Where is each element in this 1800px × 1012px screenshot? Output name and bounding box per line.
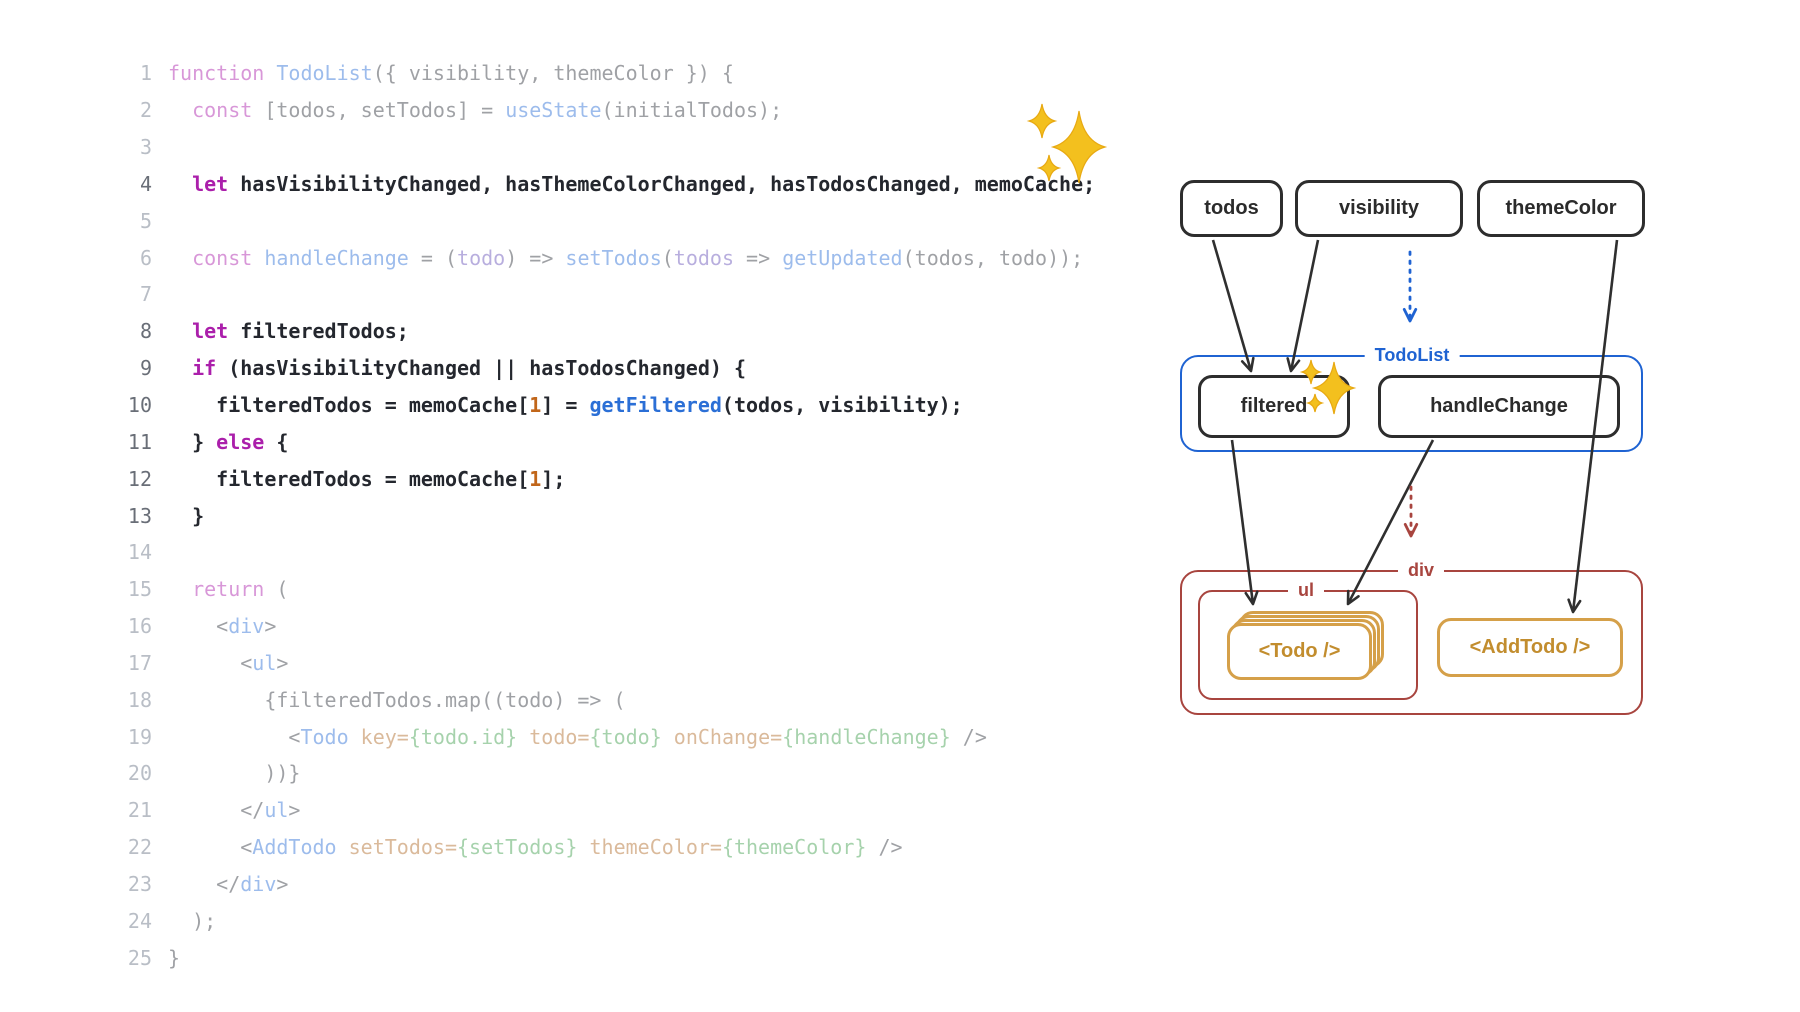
node-visibility: visibility	[1295, 180, 1463, 237]
code-line: 22 <AddTodo setTodos={setTodos} themeCol…	[110, 829, 1095, 866]
code-line: 2 const [todos, setTodos] = useState(ini…	[110, 92, 1095, 129]
label-ul: ul	[1288, 579, 1324, 601]
code-line: 16 <div>	[110, 608, 1095, 645]
line-number: 17	[127, 650, 152, 675]
line-number: 8	[139, 319, 152, 344]
line-number: 2	[139, 98, 152, 123]
code-line: 8 let filteredTodos;	[110, 313, 1095, 350]
arrow-todos-to-filtered	[1211, 239, 1255, 373]
line-number: 4	[139, 171, 152, 196]
line-number: 21	[127, 798, 152, 823]
code-line: 10 filteredTodos = memoCache[1] = getFil…	[110, 387, 1095, 424]
line-number: 24	[127, 908, 152, 933]
code-line: 24 );	[110, 902, 1095, 939]
line-number: 7	[139, 282, 152, 307]
label-div: div	[1397, 559, 1445, 581]
code-line: 6 const handleChange = (todo) => setTodo…	[110, 239, 1095, 276]
line-number: 16	[127, 614, 152, 639]
code-line: 15 return (	[110, 571, 1095, 608]
line-number: 6	[139, 245, 152, 270]
code-line: 13 }	[110, 497, 1095, 534]
line-number: 15	[127, 577, 152, 602]
line-number: 1	[139, 61, 152, 86]
code-line: 23 </div>	[110, 866, 1095, 903]
code-line: 3	[110, 129, 1095, 166]
line-number: 11	[127, 429, 152, 454]
line-number: 23	[127, 871, 152, 896]
code-line: 25}	[110, 939, 1095, 976]
arrow-visibility-to-filtered	[1286, 239, 1320, 373]
code-line: 14	[110, 534, 1095, 571]
node-themecolor: themeColor	[1477, 180, 1645, 237]
line-number: 13	[127, 503, 152, 528]
line-number: 25	[127, 945, 152, 970]
node-handlechange: handleChange	[1378, 375, 1620, 438]
node-filtered: filtered	[1198, 375, 1350, 438]
code-line: 4 let hasVisibilityChanged, hasThemeColo…	[110, 166, 1095, 203]
node-addtodo-component: <AddTodo />	[1437, 618, 1623, 677]
code-line: 18 {filteredTodos.map((todo) => (	[110, 681, 1095, 718]
line-number: 12	[127, 466, 152, 491]
line-number: 18	[127, 687, 152, 712]
code-line: 5	[110, 202, 1095, 239]
code-line: 21 </ul>	[110, 792, 1095, 829]
line-number: 20	[127, 761, 152, 786]
line-number: 19	[127, 724, 152, 749]
line-number: 9	[139, 356, 152, 381]
line-number: 10	[127, 393, 152, 418]
arrow-rerender-div	[1403, 485, 1419, 538]
code-line: 19 <Todo key={todo.id} todo={todo} onCha…	[110, 718, 1095, 755]
line-number: 22	[127, 835, 152, 860]
code-line: 7	[110, 276, 1095, 313]
code-line: 11 } else {	[110, 423, 1095, 460]
arrow-rerender-todolist	[1402, 250, 1418, 323]
code-line: 9 if (hasVisibilityChanged || hasTodosCh…	[110, 350, 1095, 387]
label-todolist: TodoList	[1364, 344, 1460, 366]
line-number: 14	[127, 540, 152, 565]
line-number: 5	[139, 208, 152, 233]
node-todos: todos	[1180, 180, 1283, 237]
line-number: 3	[139, 135, 152, 160]
code-line: 20 ))}	[110, 755, 1095, 792]
node-todo-component: <Todo />	[1227, 623, 1372, 680]
code-line: 12 filteredTodos = memoCache[1];	[110, 460, 1095, 497]
code-line: 17 <ul>	[110, 645, 1095, 682]
